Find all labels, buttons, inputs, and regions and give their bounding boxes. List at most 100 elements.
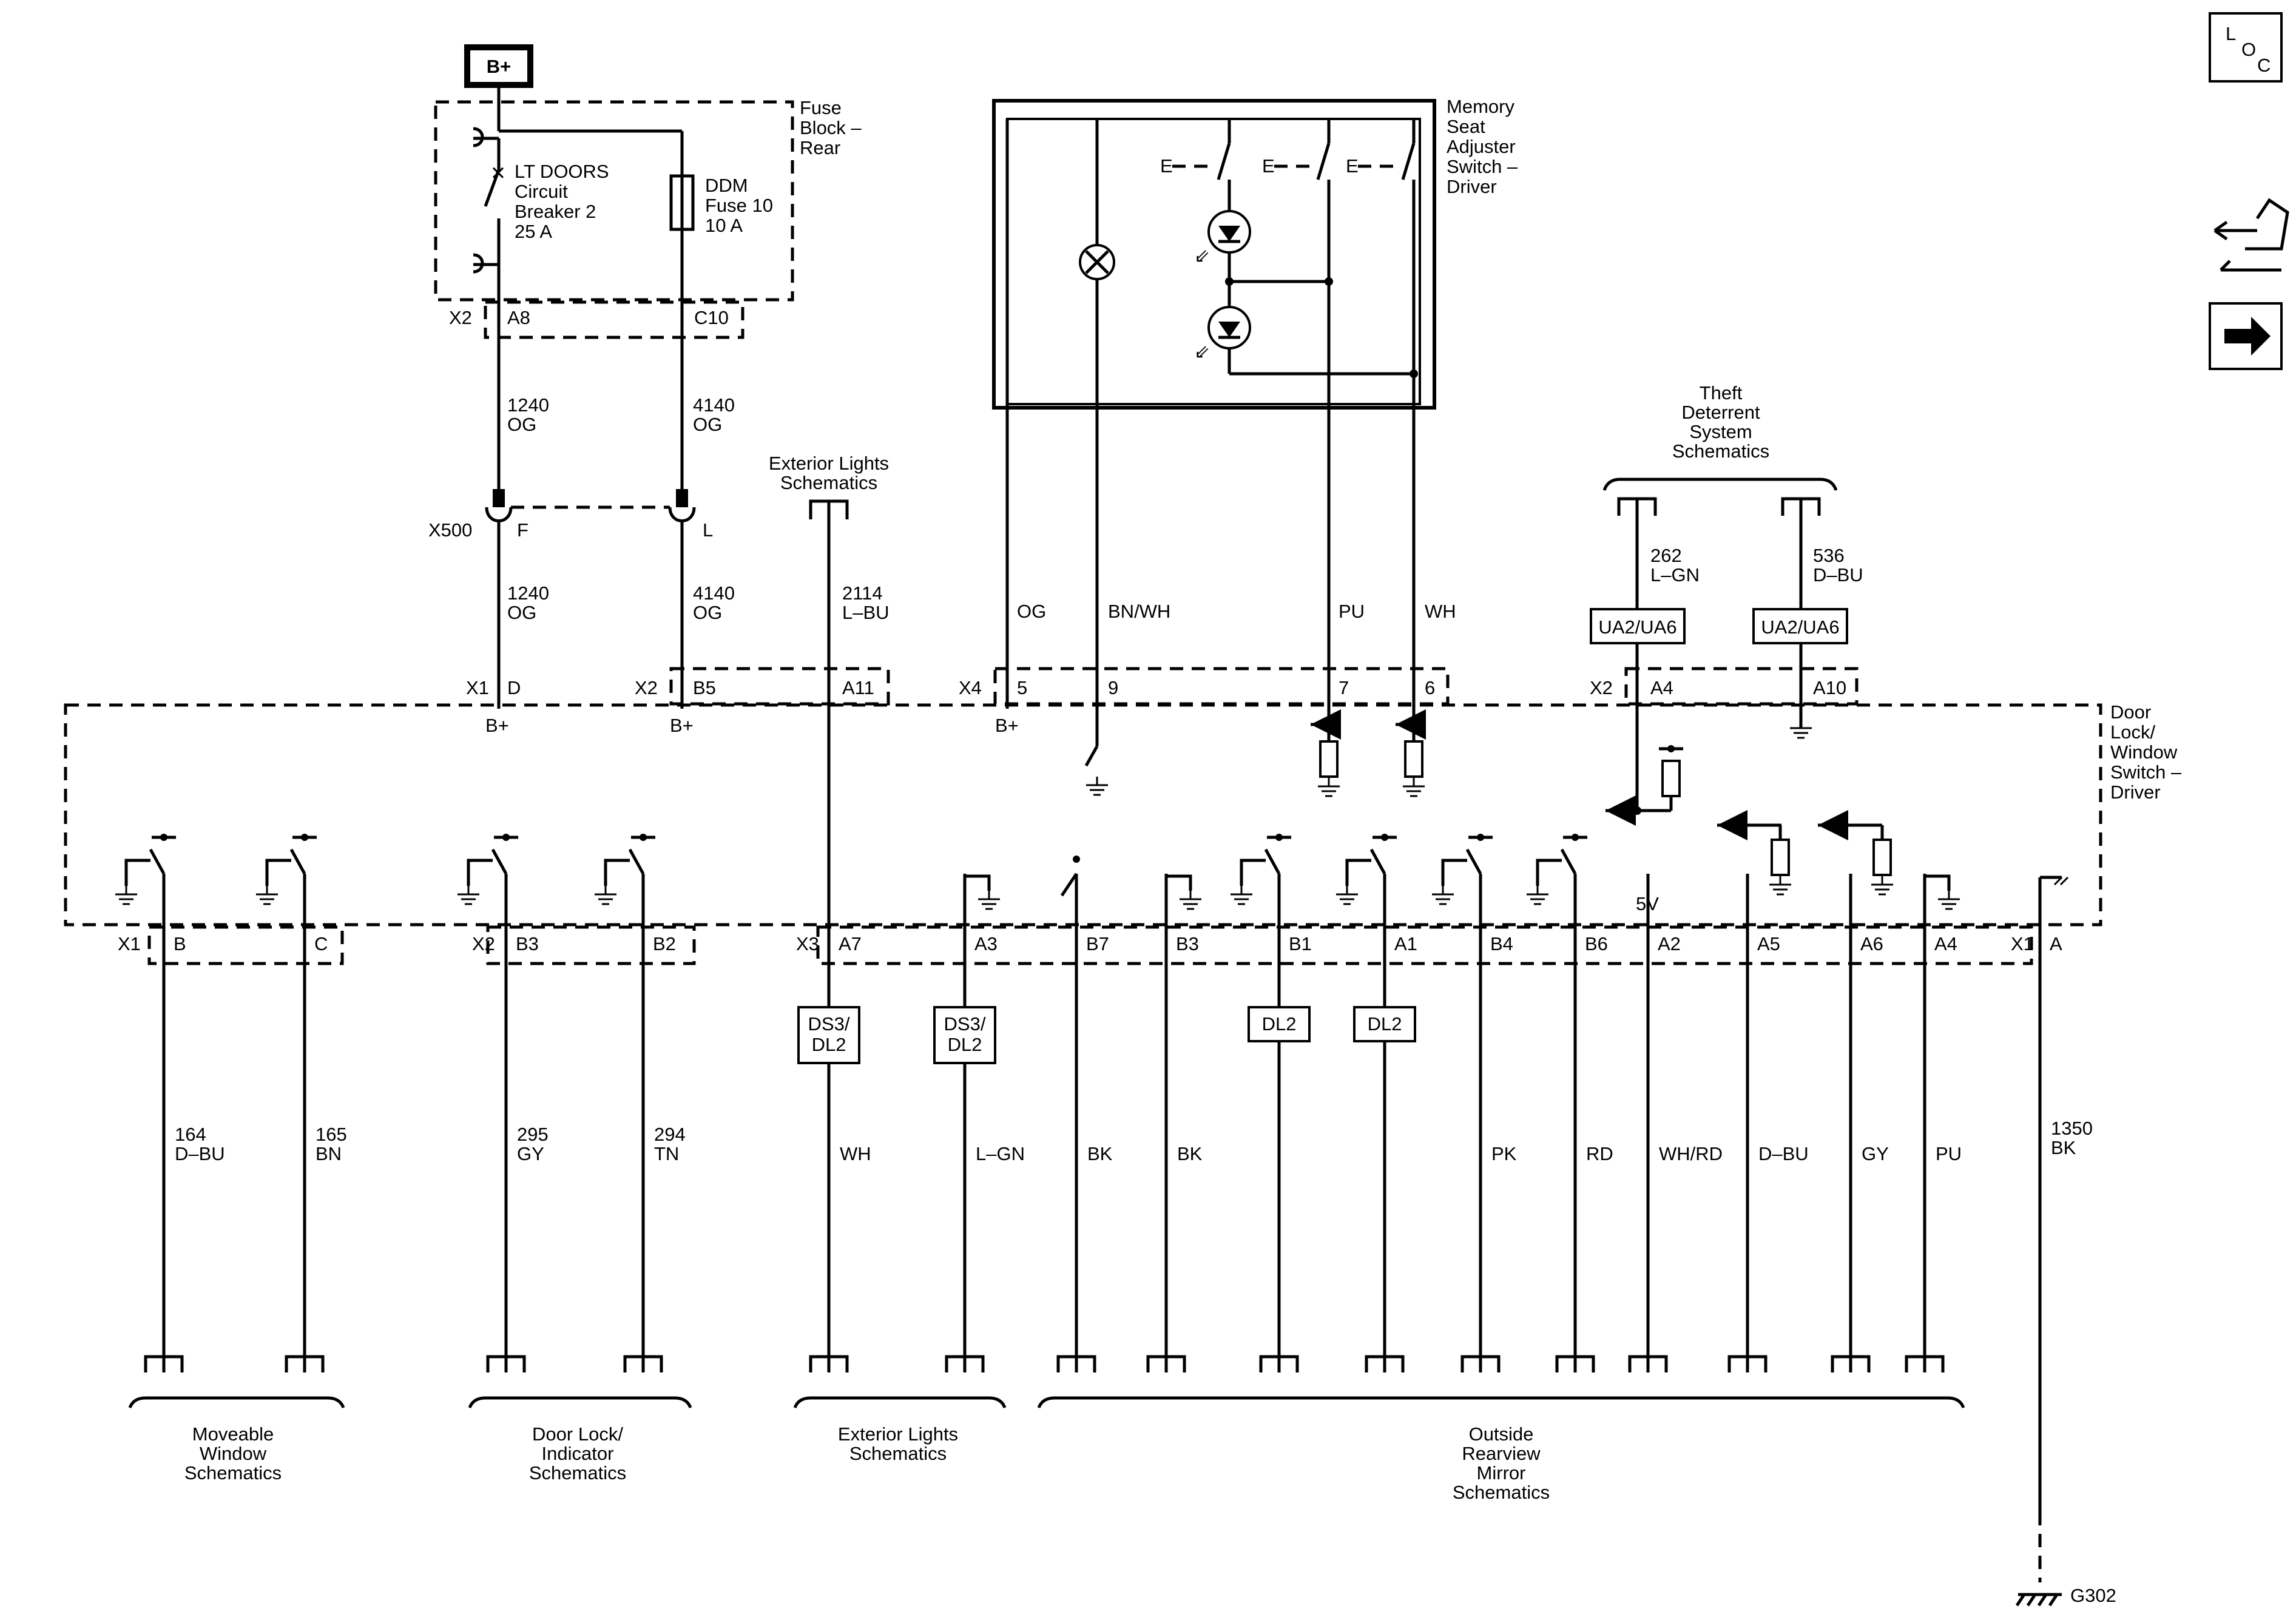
wire-color: BK <box>1177 1143 1203 1164</box>
circuit-a5-13: A5D–BU <box>1727 874 1809 1372</box>
wire-color: D–BU <box>1758 1143 1809 1164</box>
wire-color: PK <box>1491 1143 1517 1164</box>
svg-text:OG: OG <box>1017 601 1046 622</box>
svg-text:Rearview: Rearview <box>1462 1443 1541 1464</box>
wire-color: WH/RD <box>1659 1143 1723 1164</box>
svg-text:X4: X4 <box>959 677 982 698</box>
pin-label: A6 <box>1860 933 1883 954</box>
option-badge-text: DL2 <box>1262 1013 1297 1035</box>
svg-text:Theft: Theft <box>1700 382 1743 403</box>
svg-text:Indicator: Indicator <box>542 1443 614 1464</box>
svg-text:10 A: 10 A <box>705 215 743 236</box>
pin-label: A5 <box>1757 933 1780 954</box>
memory-seat-switch-driver: Memory Seat Adjuster Switch – Driver <box>992 96 1518 410</box>
option-badge-text: DS3/ <box>944 1013 986 1035</box>
loc-icon[interactable]: L O C <box>2209 12 2283 83</box>
svg-text:Moveable: Moveable <box>192 1423 274 1445</box>
door-lock-indicator-reference[interactable]: Door Lock/ Indicator Schematics <box>468 1396 692 1484</box>
svg-text:Window: Window <box>2110 741 2178 763</box>
svg-text:D–BU: D–BU <box>1813 564 1863 586</box>
svg-text:WH: WH <box>1425 601 1456 622</box>
wire-color: GY <box>1862 1143 1889 1164</box>
harness-fork-icon <box>623 1355 663 1372</box>
svg-text:262: 262 <box>1650 545 1682 566</box>
pin-label: B <box>174 933 186 954</box>
svg-text:Fuse 10: Fuse 10 <box>705 195 773 216</box>
svg-text:OG: OG <box>693 414 722 435</box>
option-badge-text: DL2 <box>948 1034 982 1055</box>
svg-text:Fuse: Fuse <box>800 97 842 118</box>
moveable-window-reference[interactable]: Moveable Window Schematics <box>128 1396 345 1484</box>
svg-text:4140: 4140 <box>693 582 735 604</box>
harness-fork-icon <box>1460 1355 1501 1372</box>
harness-fork-icon <box>144 1355 184 1372</box>
svg-text:Adjuster: Adjuster <box>1447 136 1516 157</box>
outside-rearview-mirror-reference[interactable]: Outside Rearview Mirror Schematics <box>1037 1396 1965 1503</box>
wire-color: BK <box>2051 1137 2076 1158</box>
connector-label: X2 <box>472 933 495 954</box>
svg-text:A8: A8 <box>507 307 530 328</box>
connector-x2-bottom <box>486 925 696 965</box>
wire-color: D–BU <box>175 1143 225 1164</box>
option-badge-ua2-ua6-1: UA2/UA6 <box>1590 608 1686 644</box>
svg-text:F: F <box>517 519 528 541</box>
svg-text:Schematics: Schematics <box>1453 1482 1550 1503</box>
pin-label: A7 <box>839 933 862 954</box>
svg-text:Schematics: Schematics <box>1672 441 1769 462</box>
wire-color: WH <box>840 1143 871 1164</box>
memory-switch-3: E <box>1346 119 1416 180</box>
svg-text:L–GN: L–GN <box>1650 564 1700 586</box>
next-page-arrow-icon[interactable] <box>2209 302 2283 370</box>
svg-text:⇙: ⇙ <box>1194 341 1210 362</box>
svg-text:Window: Window <box>200 1443 267 1464</box>
svg-text:Driver: Driver <box>2110 781 2161 803</box>
svg-text:OG: OG <box>693 602 722 623</box>
svg-text:Schematics: Schematics <box>529 1462 626 1484</box>
option-badge <box>1248 1006 1311 1042</box>
harness-fork-icon <box>1727 1355 1768 1372</box>
svg-text:DDM: DDM <box>705 175 748 196</box>
exterior-lights-bottom-reference[interactable]: Exterior Lights Schematics <box>793 1396 1007 1464</box>
option-badge <box>797 1006 860 1064</box>
option-badge-text: DL2 <box>812 1034 846 1055</box>
svg-text:A4: A4 <box>1650 677 1673 698</box>
svg-text:25 A: 25 A <box>515 221 552 242</box>
svg-text:B+: B+ <box>995 715 1019 736</box>
wire-color: BK <box>1087 1143 1113 1164</box>
svg-text:Circuit: Circuit <box>515 181 568 202</box>
harness-fork-icon <box>1056 1355 1096 1372</box>
svg-text:1240: 1240 <box>507 394 549 416</box>
harness-fork-icon <box>1905 1355 1945 1372</box>
door-lock-window-switch-driver <box>64 703 2102 927</box>
exterior-lights-top-reference[interactable]: Exterior Lights Schematics <box>769 453 889 519</box>
option-badge-ua2-ua6-2: UA2/UA6 <box>1752 608 1848 644</box>
pin-label: A1 <box>1394 933 1417 954</box>
connector-end-view-icon[interactable] <box>2213 198 2289 272</box>
harness-fork-icon <box>809 1355 849 1372</box>
svg-text:⇙: ⇙ <box>1194 245 1210 266</box>
option-badge-text: DL2 <box>1368 1013 1402 1035</box>
power-source-bplus: B+ <box>464 44 533 88</box>
svg-text:G302: G302 <box>2070 1585 2116 1606</box>
svg-text:Door: Door <box>2110 701 2151 723</box>
svg-text:Schematics: Schematics <box>780 472 877 493</box>
svg-text:Door Lock/: Door Lock/ <box>532 1423 623 1445</box>
svg-text:D: D <box>507 677 521 698</box>
svg-text:UA2/UA6: UA2/UA6 <box>1598 616 1676 638</box>
theft-deterrent-reference[interactable]: Theft Deterrent System Schematics <box>1602 382 1838 516</box>
wire-color: TN <box>654 1143 679 1164</box>
wire-color: L–GN <box>976 1143 1025 1164</box>
svg-text:C: C <box>2257 55 2271 76</box>
connector-x4 <box>993 667 1450 706</box>
svg-text:Rear: Rear <box>800 137 840 158</box>
svg-text:X2: X2 <box>635 677 658 698</box>
svg-text:536: 536 <box>1813 545 1845 566</box>
